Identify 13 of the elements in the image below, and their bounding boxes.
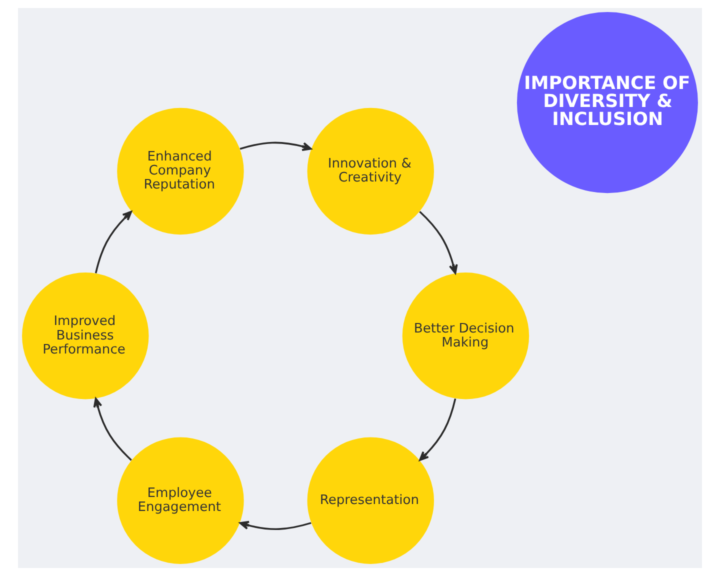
arrow [419,210,458,274]
arrow [93,398,132,461]
arrow [419,398,456,461]
node-circle: Innovation & Creativity [307,108,434,235]
node-circle: Employee Engagement [117,437,244,564]
node-circle: Improved Business Performance [22,272,149,400]
node-circle: IMPORTANCE OF DIVERSITY & INCLUSION [516,12,698,194]
arrow [94,210,132,274]
node-circle: Better Decision Making [402,272,530,400]
arrow [240,142,312,151]
arrow [239,520,312,530]
node-circle: Representation [307,437,434,564]
node-circle: Enhanced Company Reputation [117,108,244,235]
